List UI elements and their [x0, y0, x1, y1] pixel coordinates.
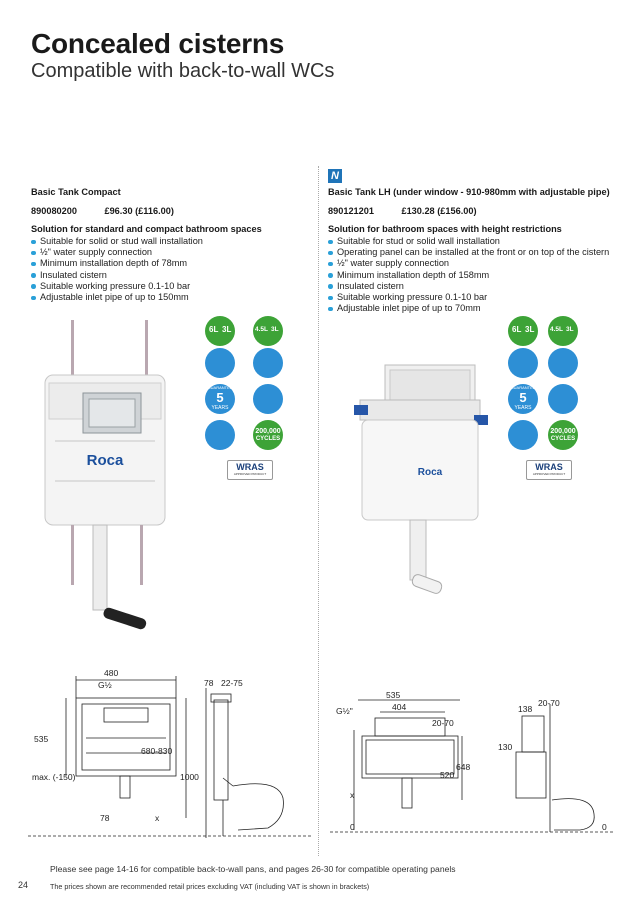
feature-item: Minimum installation depth of 158mm [328, 270, 628, 281]
feature-list: Suitable for stud or solid wall installa… [328, 236, 628, 314]
dim-connection: G½ [98, 680, 112, 690]
lh-technical-drawing: 535 404 G½" 20-70 648 520 138 20-70 130 … [330, 690, 615, 833]
page-title: Concealed cisterns [31, 28, 285, 59]
feature-item: Insulated cistern [31, 270, 306, 281]
feature-item: Suitable for stud or solid wall installa… [328, 236, 628, 247]
new-badge: N [328, 169, 342, 183]
compact-technical-drawing: 480 G½ 78 22-75 535 680-830 1000 max. (-… [28, 668, 313, 838]
dim-max: max. (-150) [32, 772, 76, 782]
lh-cistern-image: Roca [354, 364, 488, 594]
dual-flush-icon: 6L 3L [508, 316, 538, 346]
panel-icon [253, 384, 283, 414]
feature-item: Suitable working pressure 0.1-10 bar [31, 281, 306, 292]
installation-icon [205, 348, 235, 378]
feature-item: ½" water supply connection [31, 247, 306, 258]
feature-icons-left: 6L 3L 4.5L 3L GUARANTEE 5 YEARS 200,000 … [205, 316, 295, 486]
dim-height-1: 648 [456, 762, 470, 772]
installation-icon [508, 348, 538, 378]
dim-depth-a: 78 [204, 678, 214, 688]
dim-side-depth: 138 [518, 704, 532, 714]
cycles-icon: 200,000 CYCLES [253, 420, 283, 450]
roca-logo: Roca [87, 452, 124, 469]
legal-note: The prices shown are recommended retail … [50, 882, 370, 891]
product-name: Basic Tank Compact [31, 187, 121, 197]
feature-item: ½" water supply connection [328, 258, 628, 269]
dim-connection: G½" [336, 706, 353, 716]
dim-bottom: 78 [100, 813, 110, 823]
dim-width: 535 [386, 690, 400, 700]
feature-item: Suitable for solid or stud wall installa… [31, 236, 306, 247]
product-compact: Basic Tank Compact 890080200 £96.30 (£11… [31, 187, 306, 303]
page-subtitle: Compatible with back-to-wall WCs [31, 60, 335, 82]
guarantee-icon: GUARANTEE 5 YEARS [508, 384, 538, 414]
guarantee-icon: GUARANTEE 5 YEARS [205, 384, 235, 414]
cycles-icon: 200,000 CYCLES [548, 420, 578, 450]
dim-side-height: 130 [498, 742, 512, 752]
dim-x: x [155, 813, 160, 823]
dim-height-3: 1000 [180, 772, 199, 782]
product-price: £96.30 (£116.00) [104, 206, 174, 216]
users-icon [548, 348, 578, 378]
feature-item: Adjustable inlet pipe of up to 150mm [31, 292, 306, 303]
wras-logo: WRAS APPROVED PRODUCT [526, 460, 572, 480]
product-heading: Solution for bathroom spaces with height… [328, 224, 562, 234]
roca-logo: Roca [418, 467, 443, 478]
product-lh: Basic Tank LH (under window - 910-980mm … [328, 187, 628, 314]
product-heading: Solution for standard and compact bathro… [31, 224, 262, 234]
dim-side-offset: 20-70 [538, 698, 560, 708]
users-icon [253, 348, 283, 378]
dim-inner: 404 [392, 702, 406, 712]
feature-item: Operating panel can be installed at the … [328, 247, 628, 258]
dim-offset: 20-70 [432, 718, 454, 728]
product-code-row: 890080200 £96.30 (£116.00) [31, 201, 306, 219]
column-divider [318, 166, 319, 856]
dim-zero-b: 0 [602, 822, 607, 832]
feature-list: Suitable for solid or stud wall installa… [31, 236, 306, 303]
reduced-flush-icon: 4.5L 3L [548, 316, 578, 346]
dim-height-2: 680-830 [141, 746, 172, 756]
dim-x: x [350, 790, 355, 800]
footer-note: Please see page 14-16 for compatible bac… [50, 864, 456, 874]
dim-depth-b: 22-75 [221, 678, 243, 688]
dim-height-2: 520 [440, 770, 454, 780]
panel-icon [548, 384, 578, 414]
reduced-flush-icon: 4.5L 3L [253, 316, 283, 346]
compact-cistern-image: Roca [44, 320, 166, 630]
dim-height-1: 535 [34, 734, 48, 744]
feature-item: Minimum installation depth of 78mm [31, 258, 306, 269]
dim-width: 480 [104, 668, 118, 678]
feature-icons-right: 6L 3L 4.5L 3L GUARANTEE 5 YEARS 200,000 … [508, 316, 598, 486]
wall-icon [205, 420, 235, 450]
product-code: 890080200 [31, 206, 77, 216]
feature-item: Suitable working pressure 0.1-10 bar [328, 292, 628, 303]
feature-item: Insulated cistern [328, 281, 628, 292]
page-number: 24 [18, 880, 29, 890]
wall-icon [508, 420, 538, 450]
wras-logo: WRAS APPROVED PRODUCT [227, 460, 273, 480]
product-code: 890121201 [328, 206, 374, 216]
feature-item: Adjustable inlet pipe of up to 70mm [328, 303, 628, 314]
product-price: £130.28 (£156.00) [401, 206, 477, 216]
dim-zero-a: 0 [350, 822, 355, 832]
product-name: Basic Tank LH (under window - 910-980mm … [328, 187, 610, 197]
dual-flush-icon: 6L 3L [205, 316, 235, 346]
product-code-row: 890121201 £130.28 (£156.00) [328, 201, 628, 219]
